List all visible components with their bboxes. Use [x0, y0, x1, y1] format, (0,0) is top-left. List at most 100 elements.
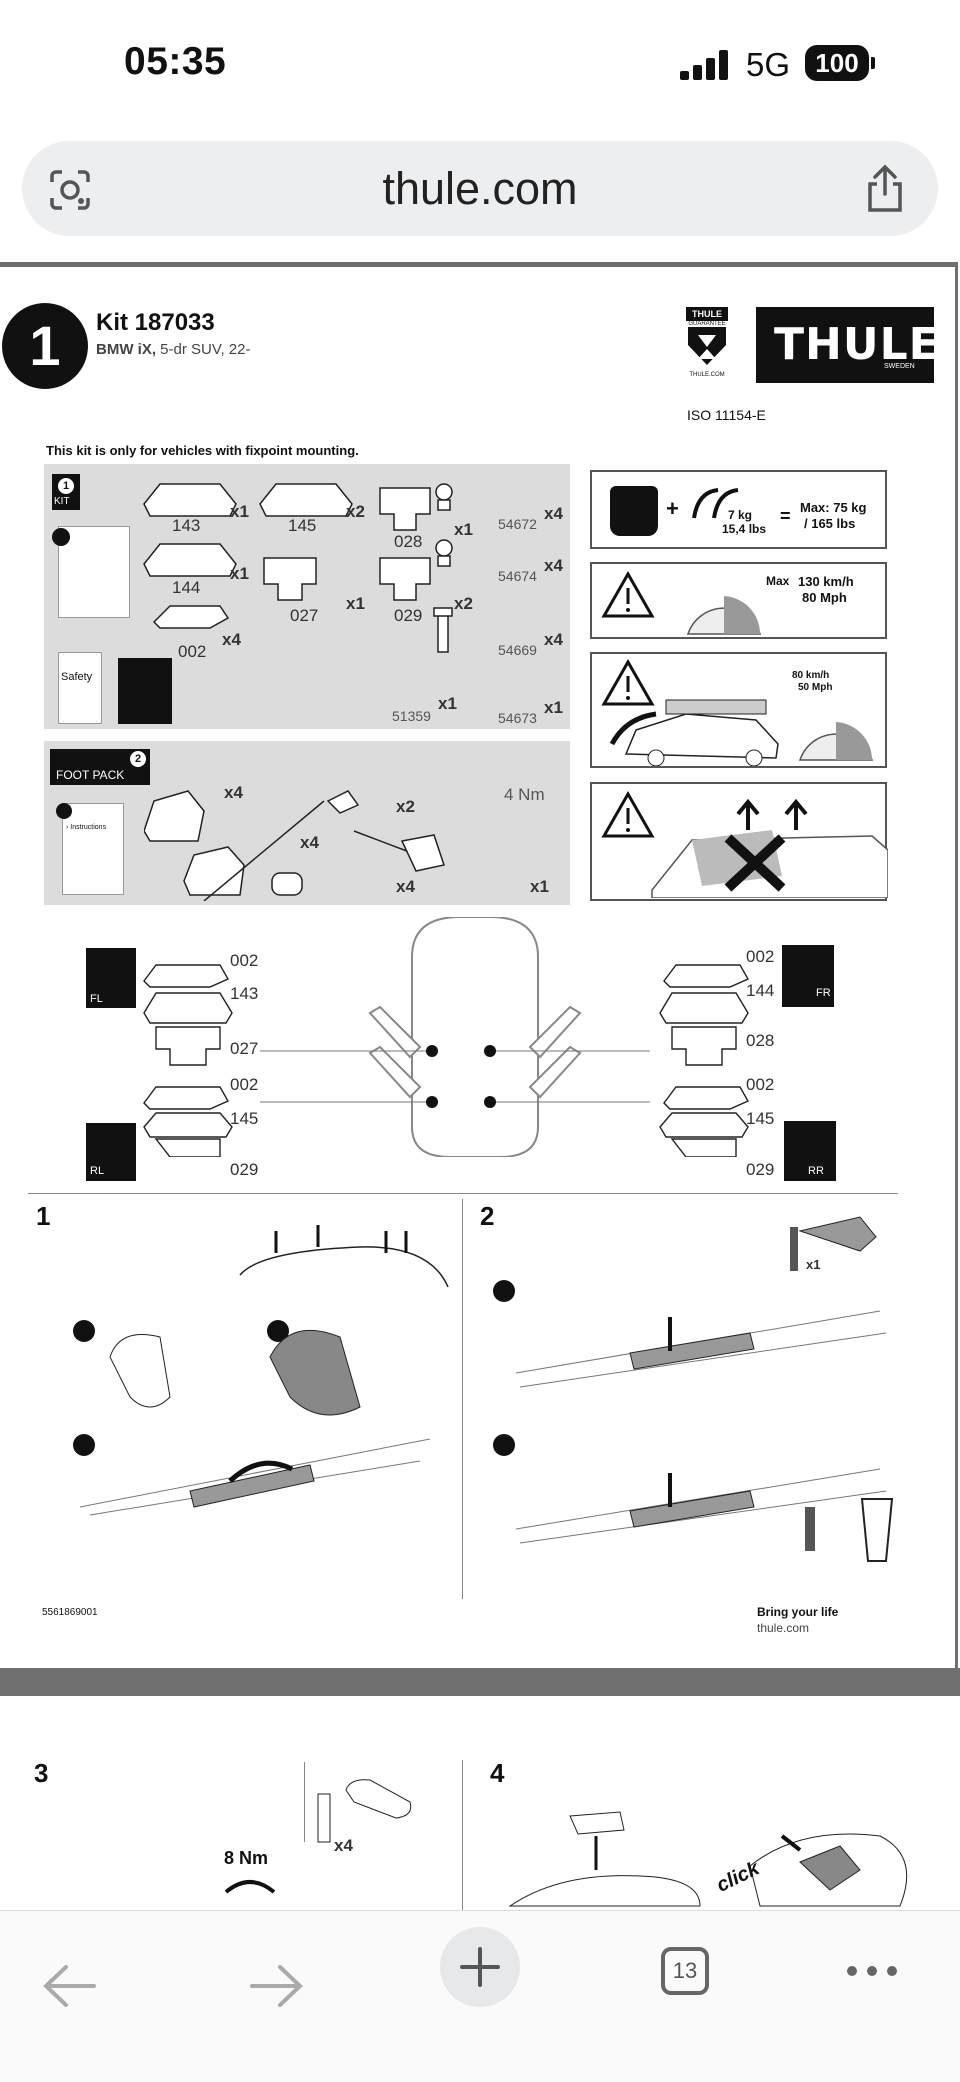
fr-part: 028	[746, 1031, 775, 1050]
warning-icon	[601, 790, 655, 838]
speed-kmh: 130 km/h	[798, 574, 854, 589]
battery-tip	[871, 57, 875, 69]
qty: x2	[346, 502, 365, 521]
rr-part: 145	[746, 1109, 775, 1128]
fr-thumb	[782, 945, 834, 1007]
kit-title: Kit 187033	[96, 309, 215, 336]
fl-part: 143	[230, 984, 259, 1003]
load-box: + 7 kg 15,4 lbs = Max: 75 kg / 165 lbs	[590, 470, 887, 549]
part-002: 002	[178, 642, 207, 661]
part-54674: 54674	[498, 568, 537, 584]
fr-part: 144	[746, 981, 775, 1000]
qty: x1	[346, 594, 365, 613]
speed-mph: 80 Mph	[802, 590, 847, 605]
part-54673: 54673	[498, 710, 537, 726]
no-lift-box	[590, 782, 888, 901]
logo-sub: SWEDEN	[884, 363, 915, 370]
rl-part: 145	[230, 1109, 259, 1128]
part-144: 144	[172, 578, 201, 597]
qty: x4	[334, 1836, 353, 1855]
fl-part: 027	[230, 1039, 259, 1058]
hourglass-icon	[688, 327, 726, 365]
kit-parts-drawing	[143, 483, 453, 653]
roof-bars-icon	[692, 488, 739, 519]
url-text[interactable]: thule.com	[382, 163, 578, 214]
part-027: 027	[290, 606, 319, 625]
car-fit-thumb	[118, 658, 172, 724]
step-2-label: 2	[480, 1201, 495, 1231]
vehicle-model: BMW iX,	[96, 341, 156, 358]
tabs-button[interactable]: 13	[661, 1947, 709, 1995]
badge-url: THULE.COM	[689, 372, 725, 378]
qty: x4	[396, 877, 415, 896]
rl-part: 002	[230, 1075, 259, 1094]
guarantee-badge: THULE GUARANTEE THULE.COM	[686, 307, 728, 387]
document-page: 1 Kit 187033 BMW iX, 5-dr SUV, 22- THULE…	[0, 262, 958, 1668]
part-029: 029	[394, 606, 423, 625]
speed2-mph: 50 Mph	[798, 682, 833, 693]
rr-thumb	[784, 1121, 836, 1181]
foot-pack-panel: FOOT PACK 2 › Instructions x4 x4 x2 x4 4…	[44, 741, 570, 905]
vehicle-line: BMW iX, 5-dr SUV, 22-	[96, 341, 251, 358]
divider	[28, 1193, 898, 1194]
kit-num: 1	[58, 478, 74, 494]
speedometer-icon	[686, 596, 762, 635]
fl-part: 002	[230, 951, 259, 970]
qty: x4	[224, 783, 243, 802]
status-time: 05:35	[124, 40, 227, 83]
thule-logo: THULE SWEDEN	[756, 307, 939, 383]
part-145: 145	[288, 516, 317, 535]
foot-layout-drawing	[143, 917, 749, 1157]
website: thule.com	[757, 1621, 810, 1635]
qty: x2	[396, 797, 415, 816]
manual-badge	[52, 528, 70, 546]
share-icon[interactable]	[862, 164, 908, 214]
qty: x1	[454, 520, 473, 539]
rl-label: RL	[90, 1165, 105, 1177]
iso-label: ISO 11154-E	[687, 407, 766, 423]
plus-sign: +	[666, 496, 679, 521]
bar-weight-lbs: 15,4 lbs	[722, 522, 767, 536]
warning-icon	[601, 658, 655, 706]
fixpoint-note: This kit is only for vehicles with fixpo…	[46, 443, 359, 458]
forward-icon[interactable]	[246, 1961, 306, 2011]
page-separator	[0, 1668, 960, 1696]
plus-icon	[460, 1947, 500, 1987]
load-speed-box: 80 km/h 50 Mph	[590, 652, 887, 768]
rotate-icon	[224, 1880, 276, 1894]
part-143: 143	[172, 516, 201, 535]
address-bar[interactable]	[22, 141, 938, 236]
qty: x1	[438, 694, 457, 713]
logo-text: THULE	[774, 319, 940, 370]
speedometer-icon	[798, 722, 874, 761]
qty: x1	[230, 564, 249, 583]
fr-label: FR	[816, 987, 831, 999]
back-icon[interactable]	[40, 1961, 100, 2011]
speed-max-label: Max	[766, 574, 790, 588]
rr-part: 002	[746, 1075, 775, 1094]
step-3-parts	[317, 1779, 412, 1843]
badge-sub: GUARANTEE	[688, 321, 726, 327]
part-54669: 54669	[498, 642, 537, 658]
qty: x4	[222, 630, 241, 649]
qty: x4	[544, 556, 563, 575]
torque-label: 4 Nm	[504, 785, 545, 804]
rr-part: 029	[746, 1160, 775, 1179]
step-circle: 1	[2, 303, 88, 389]
foot-pack-drawing	[144, 790, 445, 901]
qty: x2	[454, 594, 473, 613]
qty: x1	[530, 877, 549, 896]
kit-label: KIT	[54, 496, 70, 507]
step-3-label: 3	[34, 1758, 49, 1788]
divider	[462, 1760, 463, 1910]
browser-toolbar: 13	[0, 1910, 960, 2082]
more-icon[interactable]	[846, 1961, 898, 1981]
doc-code: 5561869001	[42, 1607, 98, 1618]
lens-icon[interactable]	[48, 168, 92, 212]
part-028: 028	[394, 532, 423, 551]
no-lift-drawing	[651, 798, 888, 898]
foot-pack-num: 2	[130, 751, 146, 767]
signal-icon	[680, 50, 730, 80]
speed-box: Max 130 km/h 80 Mph	[590, 562, 887, 639]
step-2-drawing	[493, 1216, 894, 1562]
